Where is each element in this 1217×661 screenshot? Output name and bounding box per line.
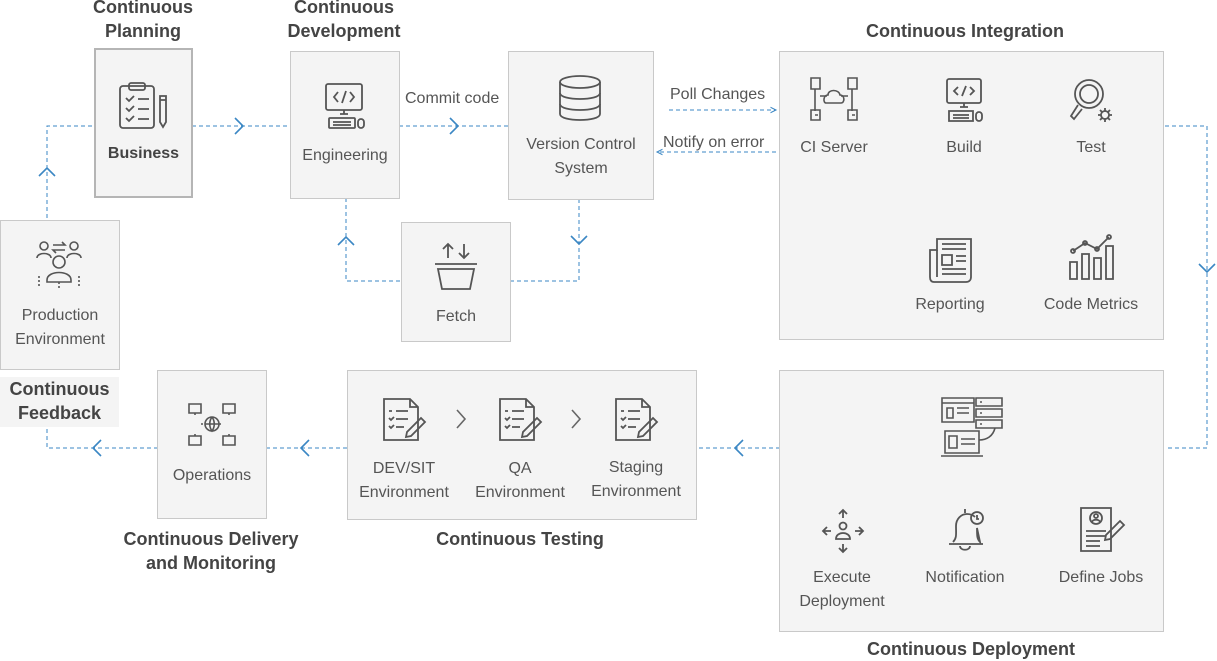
cd-box	[779, 370, 1164, 632]
stage-title-planning: Continuous Planning	[93, 0, 193, 41]
bell-icon	[944, 506, 986, 554]
operations-box	[157, 370, 267, 519]
stage-title-development: Continuous Development	[287, 0, 401, 41]
stage-title-feedback: Continuous Feedback	[0, 377, 119, 427]
staging-label: Staging Environment	[591, 459, 681, 500]
business-box	[94, 48, 193, 198]
notify-on-error-label: Notify on error	[663, 134, 765, 151]
magnifier-gear-icon	[1069, 76, 1115, 124]
build-monitor-icon	[944, 77, 986, 123]
commit-code-label: Commit code	[405, 90, 500, 107]
globe-network-icon	[186, 402, 238, 448]
chevron-right-icon	[454, 408, 468, 430]
qa-label: QA Environment	[475, 460, 565, 501]
business-label: Business	[107, 145, 180, 162]
server-rack-icon	[939, 395, 1005, 461]
test-label: Test	[1076, 139, 1106, 156]
checklist-icon	[497, 396, 543, 444]
stage-title-delivery: Continuous Delivery and Monitoring	[123, 529, 299, 573]
basket-exchange-icon	[432, 240, 480, 292]
stage-title-testing: Continuous Testing	[436, 529, 604, 549]
checklist-icon	[381, 396, 427, 444]
stage-title-deployment: Continuous Deployment	[867, 639, 1075, 659]
database-icon	[557, 74, 603, 122]
bar-chart-icon	[1067, 234, 1117, 282]
code-metrics-label: Code Metrics	[1043, 296, 1139, 313]
production-label: Production Environment	[15, 307, 105, 348]
vcs-label: Version Control System	[526, 136, 636, 177]
ci-server-label: CI Server	[800, 139, 868, 156]
notification-label: Notification	[925, 569, 1005, 586]
fetch-label: Fetch	[435, 308, 476, 325]
users-exchange-icon	[35, 240, 83, 290]
checklist-icon	[613, 396, 659, 444]
execute-deployment-label: Execute Deployment	[799, 569, 885, 610]
poll-changes-label: Poll Changes	[670, 86, 766, 103]
fetch-box	[401, 222, 511, 342]
testing-box	[347, 370, 697, 520]
stage-title-integration: Continuous Integration	[866, 21, 1064, 41]
dev-sit-label: DEV/SIT Environment	[359, 460, 449, 501]
operations-label: Operations	[172, 467, 252, 484]
profile-form-icon	[1078, 505, 1126, 555]
build-label: Build	[946, 139, 982, 156]
monitor-code-icon	[323, 82, 367, 130]
network-server-icon	[808, 76, 860, 124]
engineering-label: Engineering	[302, 147, 388, 164]
clipboard-icon	[116, 82, 170, 130]
chevron-right-icon	[569, 408, 583, 430]
report-icon	[929, 236, 975, 284]
move-icon	[820, 507, 866, 555]
reporting-label: Reporting	[915, 296, 985, 313]
define-jobs-label: Define Jobs	[1058, 569, 1144, 586]
